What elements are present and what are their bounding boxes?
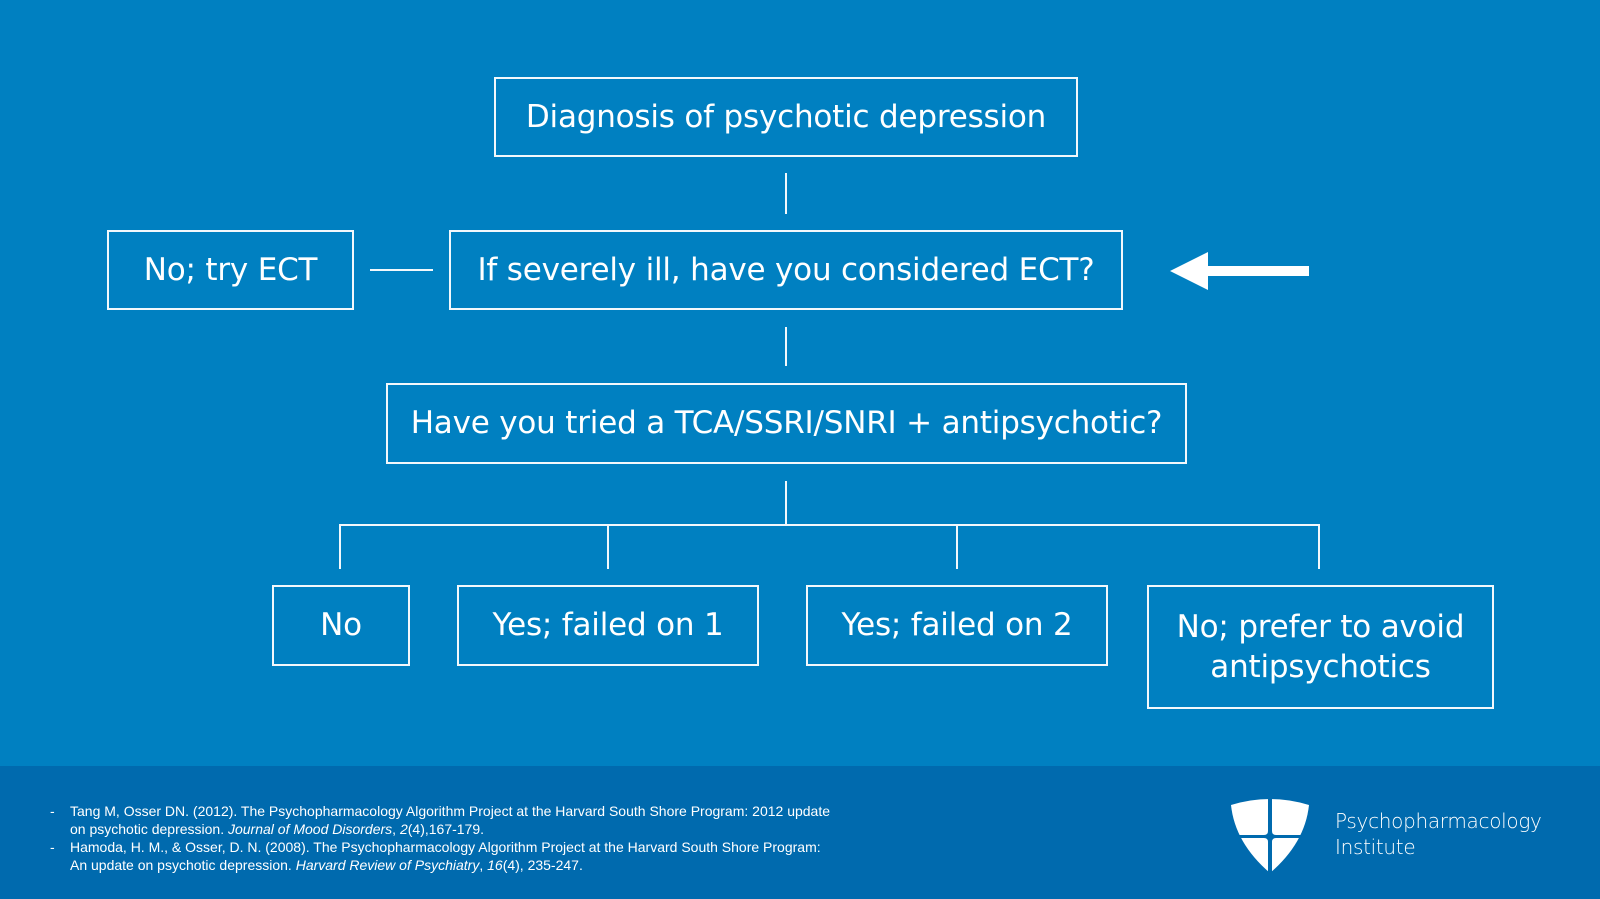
reference-line2: An update on psychotic depression. Harva… xyxy=(70,857,583,873)
node-outcome-avoid-line2: antipsychotics xyxy=(1210,649,1431,685)
node-tca-question: Have you tried a TCA/SSRI/SNRI + antipsy… xyxy=(386,383,1187,464)
reference-item: - Hamoda, H. M., & Osser, D. N. (2008). … xyxy=(50,838,910,874)
connector-ect-to-no xyxy=(370,269,433,271)
node-outcome-avoid-antipsychotics: No; prefer to avoid antipsychotics xyxy=(1147,585,1494,709)
node-no-try-ect: No; try ECT xyxy=(107,230,354,310)
reference-line1: Tang M, Osser DN. (2012). The Psychophar… xyxy=(70,803,831,819)
node-ect-question-label: If severely ill, have you considered ECT… xyxy=(477,251,1095,288)
connector-drop-3 xyxy=(956,524,958,569)
reference-bullet: - xyxy=(50,803,55,819)
node-outcome-no-label: No xyxy=(320,607,362,644)
connector-drop-1 xyxy=(339,524,341,569)
connector-branch-bar xyxy=(339,524,1320,526)
brand-name: Psychopharmacology Institute xyxy=(1335,808,1542,860)
node-tca-question-label: Have you tried a TCA/SSRI/SNRI + antipsy… xyxy=(410,405,1163,442)
node-diagnosis-label: Diagnosis of psychotic depression xyxy=(525,98,1047,135)
node-outcome-no: No xyxy=(272,585,410,666)
flowchart-canvas: Diagnosis of psychotic depression No; tr… xyxy=(107,77,1494,709)
connector-drop-4 xyxy=(1318,524,1320,569)
node-ect-question: If severely ill, have you considered ECT… xyxy=(449,230,1123,310)
connector-drop-2 xyxy=(607,524,609,569)
node-outcome-failed-2: Yes; failed on 2 xyxy=(806,585,1108,666)
node-no-try-ect-label: No; try ECT xyxy=(143,251,318,288)
node-outcome-failed-1: Yes; failed on 1 xyxy=(457,585,759,666)
reference-line2: on psychotic depression. Journal of Mood… xyxy=(70,821,485,837)
shield-cross-icon xyxy=(1231,797,1309,873)
node-outcome-avoid-line1: No; prefer to avoid xyxy=(1176,608,1465,645)
connector-diagnosis-to-ect xyxy=(785,173,787,214)
footer: - Tang M, Osser DN. (2012). The Psychoph… xyxy=(0,766,1600,899)
brand-line1: Psychopharmacology xyxy=(1335,809,1542,833)
node-outcome-failed-2-label: Yes; failed on 2 xyxy=(841,607,1073,644)
brand-line2: Institute xyxy=(1335,835,1416,859)
reference-item: - Tang M, Osser DN. (2012). The Psychoph… xyxy=(50,802,910,838)
connector-tca-trunk xyxy=(785,481,787,526)
references-list: - Tang M, Osser DN. (2012). The Psychoph… xyxy=(50,802,910,874)
connector-ect-to-tca xyxy=(785,327,787,366)
node-outcome-failed-1-label: Yes; failed on 1 xyxy=(492,607,724,644)
left-arrow-icon xyxy=(1170,252,1309,290)
node-diagnosis: Diagnosis of psychotic depression xyxy=(494,77,1078,157)
reference-bullet: - xyxy=(50,839,55,855)
reference-line1: Hamoda, H. M., & Osser, D. N. (2008). Th… xyxy=(70,839,821,855)
